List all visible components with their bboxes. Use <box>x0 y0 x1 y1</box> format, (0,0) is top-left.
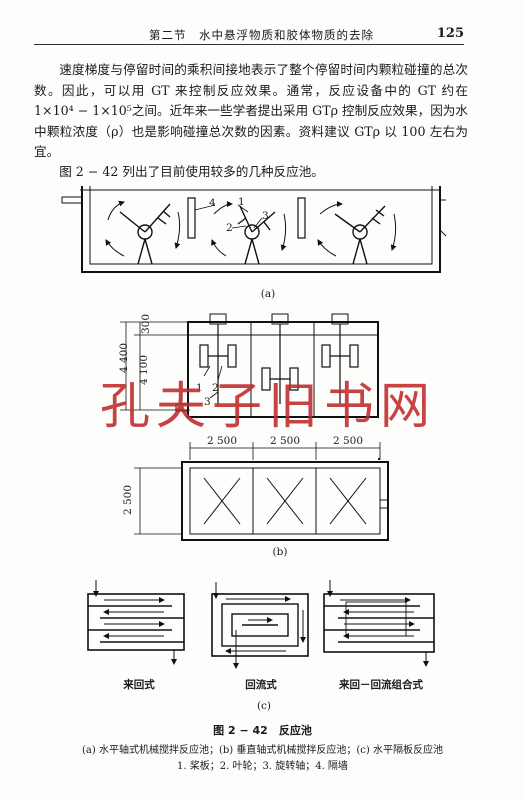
callout-b-3: 3 <box>204 396 211 408</box>
dim-width-2: 2 500 <box>269 435 301 447</box>
paddle-wheel-2 <box>237 205 276 265</box>
callout-4: 4 <box>209 197 216 209</box>
section-title: 第二节 水中悬浮物质和胶体物质的去除 <box>149 28 374 42</box>
type-back-forth <box>87 580 185 665</box>
figure-b-plan <box>134 442 389 541</box>
paddle-wheel-1 <box>119 203 171 265</box>
figure-a-drawing <box>61 186 447 273</box>
callout-3: 3 <box>262 210 269 222</box>
figure-caption-line-1: (a) 水平轴式机械搅拌反应池；(b) 垂直轴式机械搅拌反应池；(c) 水平隔板… <box>82 745 443 756</box>
figure-c-drawing <box>87 580 435 669</box>
dim-side: 2 500 <box>122 484 134 516</box>
figure-c-label: (c) <box>256 700 272 712</box>
paddle-wheel-3 <box>334 205 386 265</box>
dim-width-1: 2 500 <box>206 435 238 447</box>
dim-300: 300 <box>140 313 152 335</box>
type-combined <box>323 580 435 667</box>
callout-b-2: 2 <box>212 382 219 394</box>
type-spiral <box>211 582 309 669</box>
page-number: 125 <box>436 26 464 41</box>
type-label-3: 来回－回流组合式 <box>339 679 423 691</box>
running-header: 第二节 水中悬浮物质和胶体物质的去除 125 <box>34 26 464 45</box>
callout-1: 1 <box>238 196 245 208</box>
figure-a-label: (a) <box>260 288 276 300</box>
callout-2: 2 <box>226 222 233 234</box>
figure-caption-title: 图 2 − 42 反应池 <box>213 724 312 737</box>
figure-caption-line-2: 1. 桨板；2. 叶轮；3. 旋转轴；4. 隔墙 <box>177 761 348 772</box>
figure-b-label: (b) <box>272 546 288 558</box>
watermark: 孔夫子旧书网 <box>100 377 436 435</box>
type-label-1: 来回式 <box>123 679 155 691</box>
type-label-2: 回流式 <box>245 679 277 691</box>
dim-width-3: 2 500 <box>332 435 364 447</box>
figure-b-section <box>120 313 379 418</box>
figure-reaction-tanks <box>61 186 447 669</box>
paragraph-1: 速度梯度与停留时间的乘积间接地表示了整个停留时间内颗粒碰撞的总次数。因此，可以用… <box>34 62 468 159</box>
callout-b-1: 1 <box>196 382 203 394</box>
print-dot <box>378 458 380 460</box>
paragraph-2: 图 2 − 42 列出了目前使用较多的几种反应池。 <box>59 164 324 179</box>
